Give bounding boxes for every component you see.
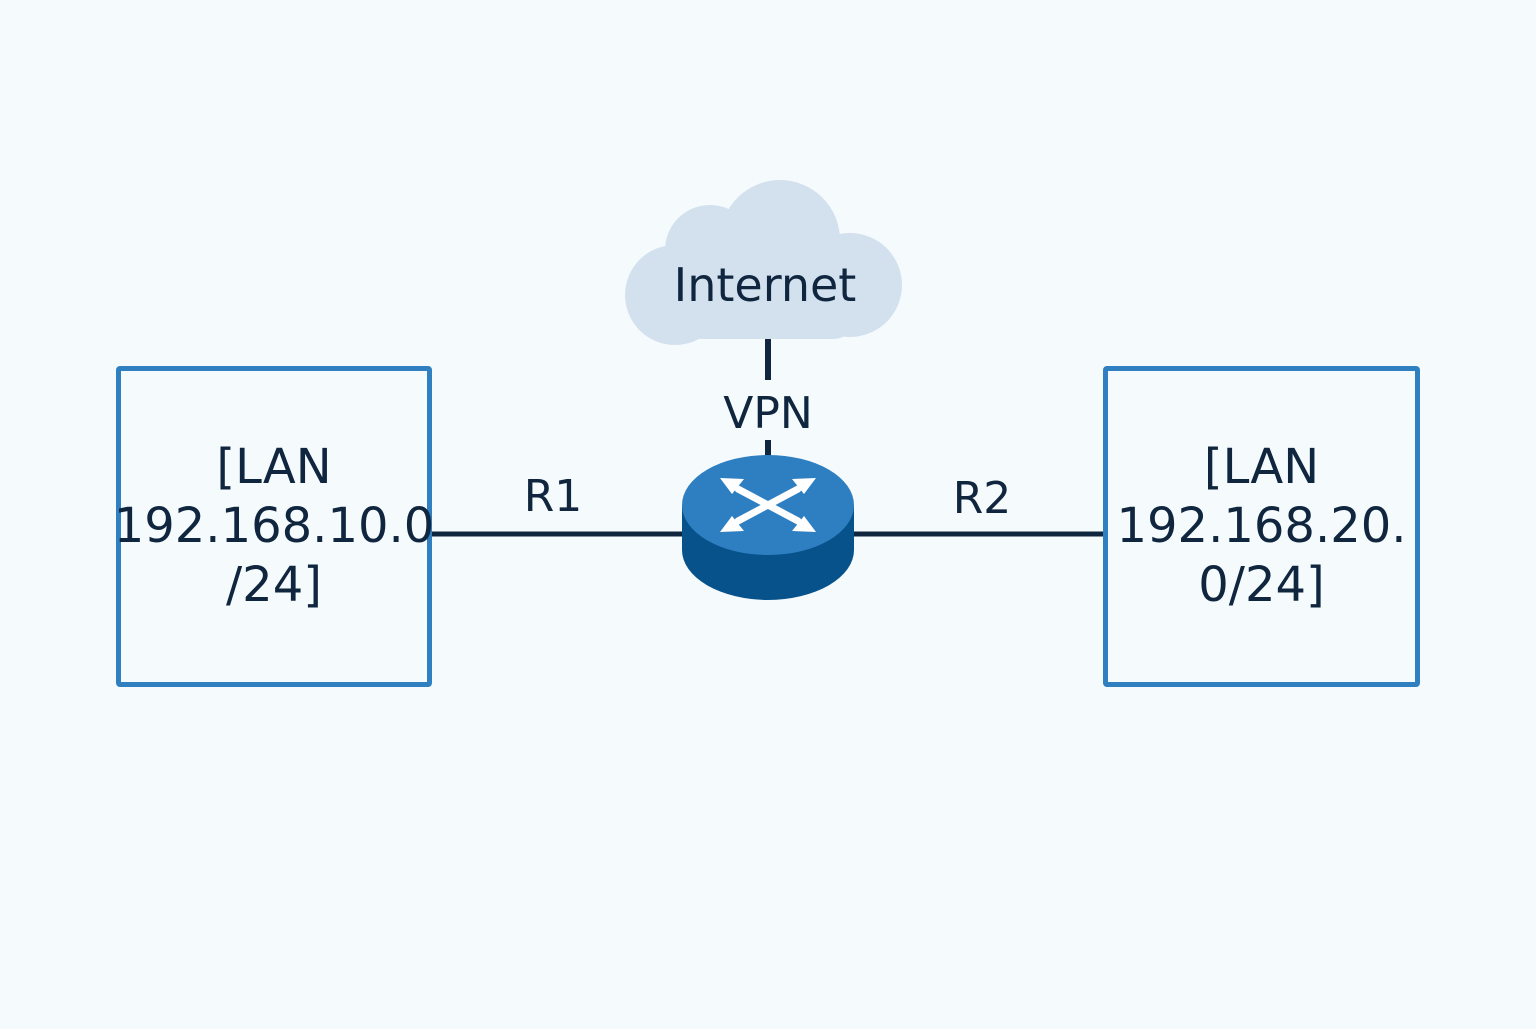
lan-box-right: [LAN 192.168.20. 0/24] <box>1103 366 1420 687</box>
lan-left-line-3: /24] <box>226 557 322 613</box>
lan-right-line-3: 0/24] <box>1198 557 1325 613</box>
router-arrows-icon <box>720 478 816 532</box>
cloud-icon <box>625 180 902 345</box>
link-label-r1: R1 <box>524 471 583 522</box>
link-label-r2: R2 <box>953 473 1012 524</box>
lan-right-line-1: [LAN <box>1203 439 1320 495</box>
lan-box-left: [LAN 192.168.10.0 /24] <box>113 366 435 687</box>
lan-right-line-2: 192.168.20. <box>1116 498 1407 554</box>
cloud-label: Internet <box>674 258 857 312</box>
lan-left-line-1: [LAN <box>216 439 332 495</box>
router-icon <box>682 455 854 600</box>
lan-left-line-2: 192.168.10.0 <box>113 498 435 554</box>
vpn-label: VPN <box>723 388 813 439</box>
